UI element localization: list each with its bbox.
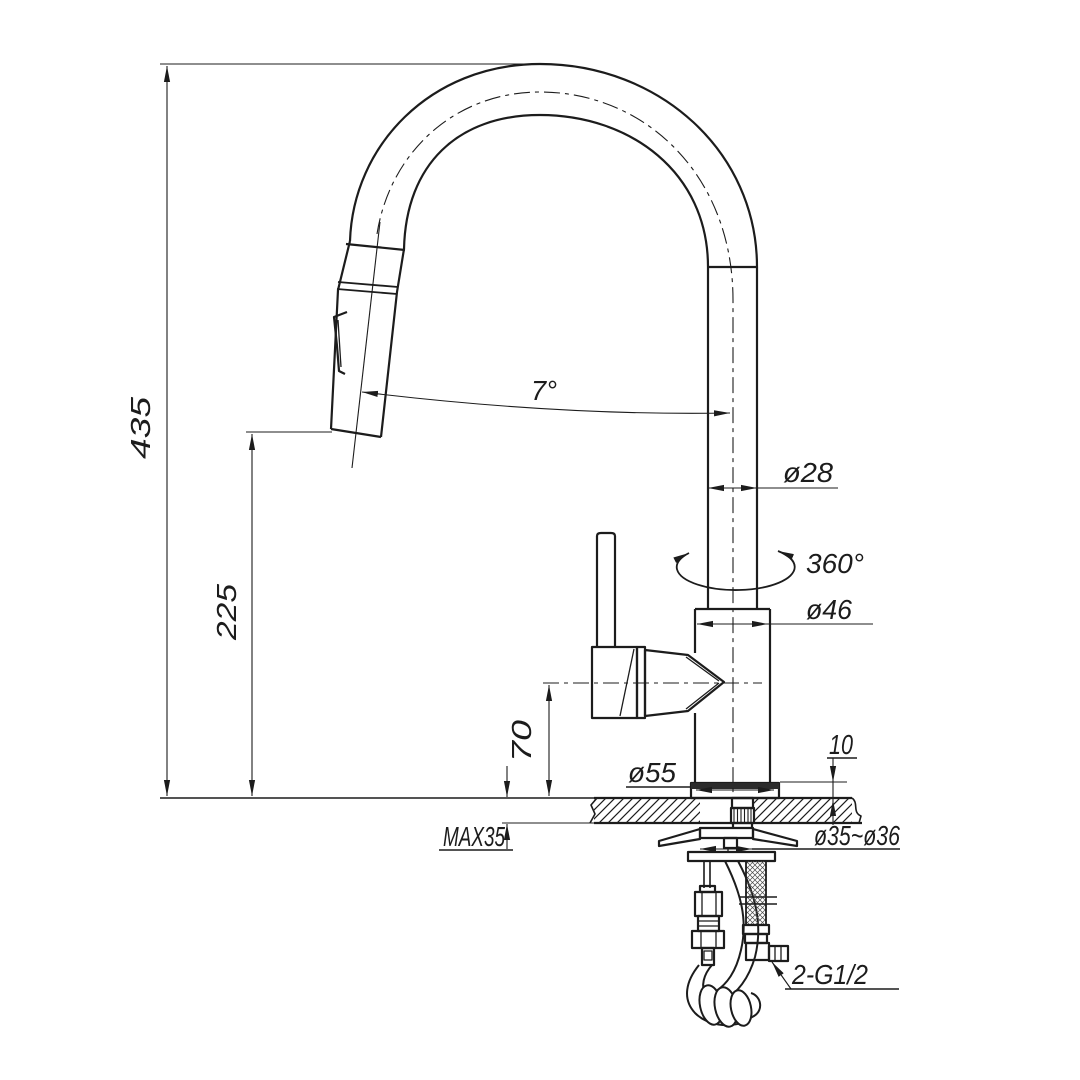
- centerlines: [376, 91, 762, 797]
- pull-down-hose: [714, 860, 745, 993]
- dim-body-diameter-label: ø46: [806, 594, 852, 625]
- mounting-wing-right: [751, 827, 799, 848]
- dimension-lines: [160, 63, 900, 990]
- dim-base-plate-height-label: 10: [829, 729, 853, 760]
- counter-break-edge-left: [589, 797, 598, 824]
- handle-lever: [595, 531, 617, 648]
- dim-mounting-hole-diameter-label: ø35~ø36: [814, 820, 900, 851]
- braided-hose: [746, 861, 766, 925]
- spray-head-centerline: [351, 221, 381, 469]
- spray-head-trigger: [332, 310, 348, 375]
- dim-handle-height-label: 70: [506, 719, 537, 762]
- supply-hoses: [686, 860, 790, 1028]
- dim-pipe-diameter-label: ø28: [783, 457, 833, 488]
- dimension-labels: 435 225 70 7° ø28 360° ø46 ø55 10 MAX35 …: [125, 375, 900, 990]
- countertop-section: [160, 796, 862, 825]
- counter-break-edge-right: [851, 797, 862, 824]
- hose-coil-weight: [698, 984, 753, 1028]
- dim-spout-angle-label: 7°: [531, 375, 557, 406]
- dim-base-diameter-label: ø55: [628, 757, 676, 788]
- dim-max-counter-thickness-label: MAX35: [443, 821, 505, 852]
- pull-down-spray-head: [329, 221, 406, 469]
- dim-hose-thread-spec-label: 2-G1/2: [791, 959, 868, 990]
- dim-overall-height-label: 435: [125, 396, 156, 459]
- spout-gooseneck-arc: [348, 62, 759, 609]
- mounting-wing-left: [657, 827, 702, 848]
- dim-spout-height-label: 225: [211, 583, 242, 641]
- handle-cone: [643, 648, 726, 718]
- dim-swivel-angle-label: 360°: [806, 548, 864, 579]
- faucet-handle: [590, 531, 726, 720]
- swivel-rotation-arc: [673, 550, 796, 591]
- g12-elbow-fitting: [767, 944, 790, 963]
